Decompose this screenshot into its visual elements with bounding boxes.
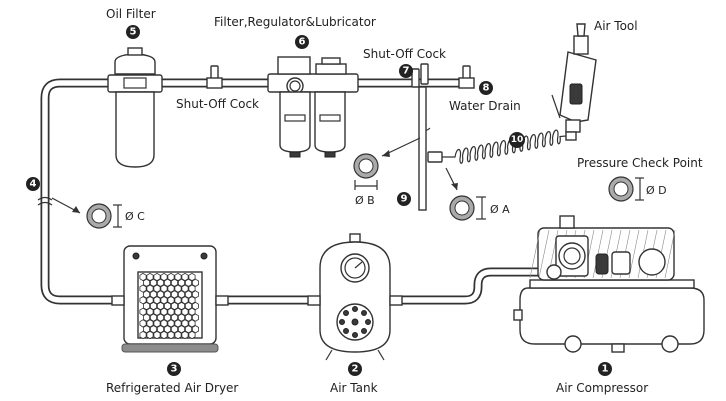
diameter-a-label: Ø A	[490, 203, 510, 216]
badge-1: 1	[598, 362, 612, 376]
badge-9-number: 9	[401, 194, 408, 205]
badge-6: 6	[295, 35, 309, 49]
frl-unit	[267, 56, 359, 158]
diameter-c-symbol	[86, 203, 122, 229]
badge-10-number: 10	[511, 135, 524, 145]
coiled-hose	[427, 129, 567, 164]
air-compressor	[513, 215, 705, 353]
badge-8: 8	[479, 81, 493, 95]
badge-6-number: 6	[299, 37, 306, 48]
frl-label: Filter,Regulator&Lubricator	[214, 15, 376, 29]
shut-off-cock-valves	[206, 63, 475, 89]
oil-filter-label: Oil Filter	[106, 7, 156, 21]
water-drain-label: Water Drain	[449, 99, 521, 113]
diameter-d-label: Ø D	[646, 184, 667, 197]
air-tank	[307, 233, 403, 361]
badge-10: 10	[509, 132, 525, 148]
air-compressor-label: Air Compressor	[556, 381, 648, 395]
dryer-grille	[139, 272, 200, 340]
badge-9: 9	[397, 192, 411, 206]
badge-4-number: 4	[30, 179, 37, 190]
drop-leg	[411, 68, 427, 211]
badge-4: 4	[26, 177, 40, 191]
oil-filter	[107, 47, 163, 168]
diameter-b-symbol	[353, 153, 379, 190]
badge-7: 7	[399, 64, 413, 78]
badge-5: 5	[126, 25, 140, 39]
diameter-symbols	[86, 153, 644, 229]
air-tank-label: Air Tank	[330, 381, 378, 395]
diameter-c-label: Ø C	[125, 210, 145, 223]
badge-5-number: 5	[130, 27, 137, 38]
diameter-b-label: Ø B	[355, 194, 375, 207]
air-tool	[551, 23, 597, 141]
pressure-check-point-label: Pressure Check Point	[577, 156, 703, 170]
shut-off-cock-left-label: Shut-Off Cock	[176, 97, 259, 111]
badge-2-number: 2	[352, 364, 359, 375]
air-tool-label: Air Tool	[594, 19, 638, 33]
refrigerated-air-dryer	[111, 245, 229, 353]
badge-3: 3	[167, 362, 181, 376]
refrigerated-air-dryer-label: Refrigerated Air Dryer	[106, 381, 238, 395]
diameter-d-symbol	[608, 176, 644, 202]
badge-2: 2	[348, 362, 362, 376]
badge-8-number: 8	[483, 83, 490, 94]
badge-7-number: 7	[403, 66, 410, 77]
leader-arrows	[51, 137, 458, 214]
badge-3-number: 3	[171, 364, 178, 375]
badge-1-number: 1	[602, 364, 609, 375]
diameter-a-symbol	[449, 195, 486, 221]
shut-off-cock-main-label: Shut-Off Cock	[363, 47, 446, 61]
